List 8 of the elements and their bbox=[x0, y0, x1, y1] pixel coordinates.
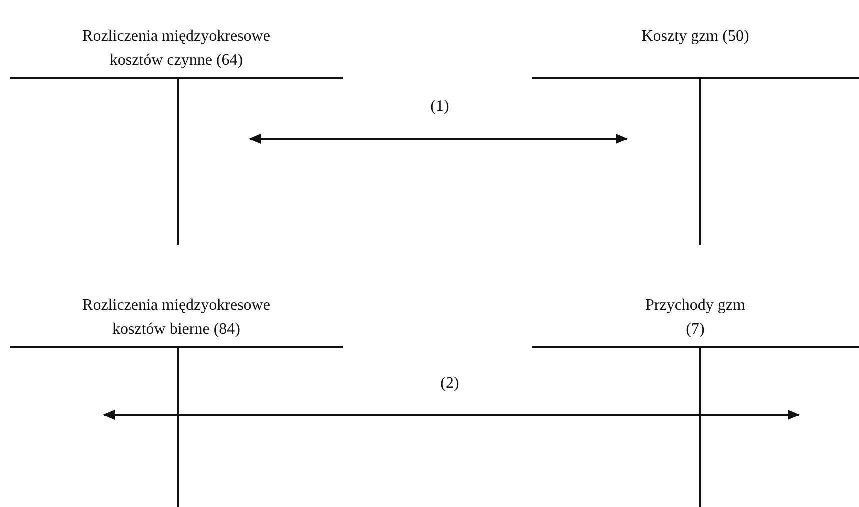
edge-label: (2) bbox=[438, 375, 462, 393]
double-arrow bbox=[249, 134, 628, 144]
account-title: Przychody gzm (7) bbox=[644, 296, 746, 340]
account-title: Koszty gzm (50) bbox=[642, 27, 750, 47]
account-title: Rozliczenia międzyokresowe kosztów bierne (84) bbox=[82, 296, 272, 340]
edge-label: (1) bbox=[428, 98, 452, 116]
account-title: Rozliczenia międzyokresowe kosztów czynne (64) bbox=[82, 27, 272, 71]
double-arrow bbox=[103, 410, 800, 420]
